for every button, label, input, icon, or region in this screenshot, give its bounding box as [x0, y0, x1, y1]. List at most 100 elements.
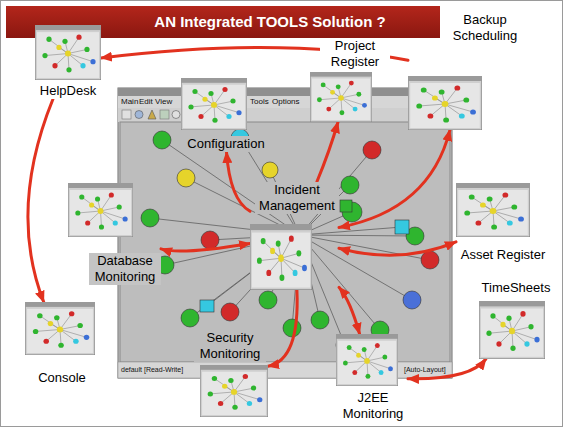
thumbnail-image — [181, 78, 247, 130]
tool-label: HelpDesk — [38, 83, 98, 99]
thumbnail-image — [310, 72, 372, 122]
tool-thumbnail-node: Asset Register — [456, 183, 547, 263]
tool-thumbnail-node: Console — [25, 302, 95, 386]
screen-text-holder: View — [155, 97, 172, 107]
thumbnail-image — [479, 301, 545, 359]
screen-text: Tools — [250, 97, 269, 107]
tool-label: Asset Register — [459, 247, 548, 263]
thumbnail-screenshot — [336, 334, 398, 386]
red-link-arrow — [268, 290, 297, 366]
screen-text-holder: [Auto-Layout] — [404, 365, 446, 375]
thumbnail-image — [35, 25, 101, 80]
red-link-arrow — [339, 287, 360, 334]
network-devices-part — [153, 131, 171, 149]
red-link-arrow — [339, 130, 450, 228]
thumbnail-screenshot — [408, 76, 482, 130]
network-links-part — [300, 235, 412, 300]
red-link-arrow — [28, 99, 53, 302]
toolbar-icons-part — [172, 111, 180, 119]
thumbnail-image — [200, 365, 268, 417]
thumbnail-screenshot — [68, 183, 133, 237]
thumbnail-screenshot — [479, 301, 545, 359]
network-tool-screenshot-part — [118, 88, 452, 96]
thumbnail-screenshot — [456, 183, 530, 237]
network-devices-part — [403, 291, 421, 309]
network-links-part — [300, 235, 415, 236]
screen-text: Edit — [139, 97, 153, 107]
screen-text: [Auto-Layout] — [404, 365, 446, 375]
tool-label: Project Register — [320, 38, 390, 70]
red-link-arrow — [161, 243, 250, 251]
network-devices-part — [311, 311, 329, 329]
screen-text: View — [155, 97, 172, 107]
thumbnail-image — [68, 183, 133, 237]
tool-label: Database Monitoring — [89, 253, 161, 285]
thumbnail-image — [336, 334, 398, 386]
tool-label: Configuration — [185, 136, 266, 152]
tool-thumbnail-node: Security Monitoring — [194, 330, 268, 417]
thumbnail-image — [250, 224, 312, 290]
network-links — [150, 138, 430, 345]
network-tool-screenshot-part — [118, 88, 452, 378]
network-devices-part — [341, 176, 359, 194]
network-devices-part — [200, 300, 214, 312]
red-link-arrow — [227, 152, 251, 211]
network-devices-part — [395, 220, 409, 234]
tool-thumbnail-node: J2EE Monitoring — [336, 334, 408, 422]
tool-thumbnail-node: TimeSheets — [479, 280, 552, 359]
network-devices-part — [340, 200, 352, 212]
thumbnail-screenshot — [200, 365, 268, 417]
thumbnail-screenshot — [250, 224, 312, 290]
tool-thumbnail-node: Configuration — [181, 78, 267, 152]
screen-text-holder: Main — [121, 97, 138, 107]
thumbnail-screenshot — [25, 302, 95, 355]
network-tool-screenshot — [118, 88, 452, 378]
network-devices-part — [262, 162, 278, 178]
network-devices-part — [363, 141, 381, 159]
network-devices-part — [259, 291, 277, 309]
network-devices-part — [141, 209, 159, 227]
network-tool-screenshot-part — [118, 362, 452, 378]
network-devices-part — [177, 169, 195, 187]
network-devices-part — [181, 309, 199, 327]
toolbar-icons-part — [160, 110, 169, 119]
thumbnail-screenshot — [35, 25, 101, 80]
toolbar-icons-part — [148, 110, 156, 119]
tool-label: Console — [36, 370, 88, 386]
tool-label: Incident Management — [255, 182, 339, 214]
red-link-arrow — [317, 122, 338, 182]
network-tool-screenshot-part — [118, 96, 452, 108]
tool-label: Security Monitoring — [194, 330, 266, 362]
tool-thumbnail-node: Project Register — [310, 38, 390, 122]
toolbar-icons-part — [135, 111, 143, 119]
network-devices-part — [421, 251, 439, 269]
screen-text: Options — [272, 97, 300, 107]
network-tool-screenshot-part — [118, 108, 452, 122]
screen-text: default [Read-Write] — [121, 365, 183, 375]
tool-thumbnail-node: Database Monitoring — [68, 183, 162, 285]
network-devices-part — [221, 303, 239, 321]
slide-title: AN Integrated TOOLS Solution ? — [154, 13, 385, 31]
tool-label: Backup Scheduling — [449, 12, 521, 44]
tool-thumbnail-node: HelpDesk — [35, 25, 101, 99]
network-devices-part — [201, 231, 219, 249]
toolbar-icons — [122, 110, 180, 119]
thumbnail-screenshot — [310, 72, 372, 122]
network-tool-screenshot-part — [120, 122, 450, 362]
network-devices — [141, 129, 439, 354]
network-links-part — [300, 227, 402, 235]
network-devices-part — [283, 319, 301, 337]
screen-text-holder: Tools — [250, 97, 269, 107]
screen-text-holder: Options — [272, 97, 300, 107]
thumbnail-image — [25, 302, 95, 355]
thumbnail-screenshot — [181, 78, 247, 130]
tool-label: J2EE Monitoring — [338, 390, 408, 422]
title-holder: AN Integrated TOOLS Solution ? — [100, 6, 440, 38]
tool-thumbnail-node: Backup Scheduling — [408, 12, 521, 130]
screen-text-holder: Edit — [139, 97, 153, 107]
red-link-arrow — [339, 242, 456, 255]
screen-text: Main — [121, 97, 138, 107]
